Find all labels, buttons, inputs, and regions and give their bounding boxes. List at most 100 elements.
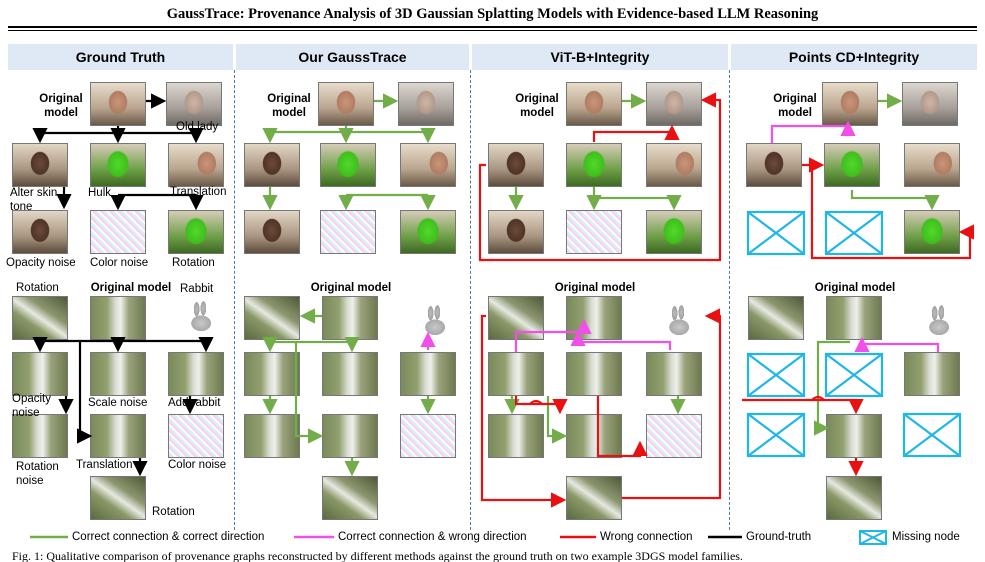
label-room-original-model-pointscd: Original model (814, 282, 896, 294)
missing-node-icon (824, 352, 884, 398)
gausstrace-edges (262, 93, 436, 477)
label-add-rabbit: Add rabbit (168, 397, 221, 409)
thumb-color-noise (90, 210, 146, 254)
label-original-model-pointscd: Original model (768, 92, 822, 120)
column-separator (234, 70, 235, 530)
vit-wrong-direction-edges (514, 318, 672, 352)
thumb-opacity-noise (488, 210, 544, 254)
thumb-room-scale-noise (322, 352, 378, 396)
thumb-original-face (90, 82, 146, 126)
thumb-original-face (566, 82, 622, 126)
thumb-room-color-noise (168, 414, 224, 458)
column-heading-vit: ViT-B+Integrity (472, 44, 728, 70)
thumb-hulk (566, 143, 622, 187)
thumb-old-lady (646, 82, 702, 126)
thumb-rabbit (172, 296, 228, 340)
label-original-model-vit: Original model (510, 92, 564, 120)
label-line: noise (16, 475, 44, 487)
thumb-rotation (400, 210, 456, 254)
thumb-translation (400, 143, 456, 187)
label-color-noise-room: Color noise (168, 459, 227, 471)
label-scale-noise: Scale noise (88, 397, 148, 409)
vit-wrong-edges (478, 92, 722, 508)
thumb-room-rotation (244, 296, 300, 340)
top-rule-thin (8, 30, 977, 31)
thumb-translation (904, 143, 960, 187)
pointscd-wrong-direction-edges (770, 120, 940, 353)
thumb-original-face (318, 82, 374, 126)
thumb-color-noise (320, 210, 376, 254)
paper-title: GaussTrace: Provenance Analysis of 3D Ga… (166, 6, 819, 22)
thumb-hulk (320, 143, 376, 187)
label-line: noise (12, 407, 40, 419)
thumb-opacity-noise (244, 210, 300, 254)
label-translation-room: Translation (76, 459, 133, 471)
thumb-alter-skin (12, 143, 68, 187)
thumb-room-final-rotation (90, 476, 146, 520)
thumb-room-final-rotation (322, 476, 378, 520)
thumb-room-color-noise (646, 414, 702, 458)
thumb-original-face (822, 82, 878, 126)
thumb-room-translation (90, 414, 146, 458)
label-translation: Translation (170, 186, 227, 198)
thumb-room-opacity-noise (244, 352, 300, 396)
thumb-room-rotation-noise (12, 414, 68, 458)
label-old-lady: Old lady (176, 121, 219, 133)
legend-missing: Missing node (892, 531, 960, 543)
thumb-alter-skin (488, 143, 544, 187)
label-line: Opacity (12, 393, 51, 405)
label-final-rotation: Rotation (152, 506, 195, 518)
figure-caption: Fig. 1: Qualitative comparison of proven… (12, 549, 743, 562)
thumb-rotation (904, 210, 960, 254)
label-alter-skin-tone: Alter skin tone (10, 186, 57, 214)
missing-node-icon (746, 352, 806, 398)
label-line: tone (10, 201, 33, 213)
label-original-model-gausstrace: Original model (262, 92, 316, 120)
missing-node-group (746, 210, 962, 458)
label-rotation: Rotation (172, 257, 215, 269)
label-line: Original (515, 93, 559, 105)
column-heading-ground-truth: Ground Truth (8, 44, 233, 70)
legend-wrong: Wrong connection (600, 531, 693, 543)
label-room-original-model-vit: Original model (554, 282, 636, 294)
missing-node-icon (902, 412, 962, 458)
column-separator (470, 70, 471, 530)
thumb-rabbit (650, 300, 706, 344)
label-line: Alter skin (10, 187, 58, 199)
label-line: Original (39, 93, 83, 105)
pointscd-correct-edges (813, 93, 940, 436)
label-rabbit: Rabbit (180, 283, 214, 295)
thumb-opacity-noise (12, 210, 68, 254)
thumb-color-noise (566, 210, 622, 254)
thumb-room-rotation-noise (488, 414, 544, 458)
thumb-hulk (824, 143, 880, 187)
label-room-original-model-gausstrace: Original model (310, 282, 392, 294)
thumb-room-scale-noise (90, 352, 146, 396)
thumb-room-add-rabbit (904, 352, 960, 396)
thumb-translation (646, 143, 702, 187)
thumb-room-add-rabbit (646, 352, 702, 396)
legend-samples (30, 530, 887, 545)
column-heading-gausstrace: Our GaussTrace (236, 44, 469, 70)
label-room-original-model: Original model (90, 282, 172, 294)
missing-node-icon (746, 210, 806, 256)
label-opacity-noise: Opacity noise (6, 257, 76, 269)
pointscd-wrong-edges (742, 157, 975, 477)
thumb-room-translation (322, 414, 378, 458)
label-line: model (778, 107, 812, 119)
column-heading-points-cd: Points CD+Integrity (731, 44, 977, 70)
thumb-room-opacity-noise (12, 352, 68, 396)
thumb-room-color-noise (400, 414, 456, 458)
missing-node-icon (824, 210, 884, 256)
label-room-rotation: Rotation (16, 282, 59, 294)
label-line: model (520, 107, 554, 119)
label-line: model (44, 107, 78, 119)
thumb-old-lady (166, 82, 222, 126)
label-color-noise: Color noise (90, 257, 149, 269)
thumb-room-scale-noise (566, 352, 622, 396)
thumb-rotation (168, 210, 224, 254)
thumb-alter-skin (746, 143, 802, 187)
label-hulk: Hulk (88, 187, 112, 199)
thumb-old-lady (398, 82, 454, 126)
